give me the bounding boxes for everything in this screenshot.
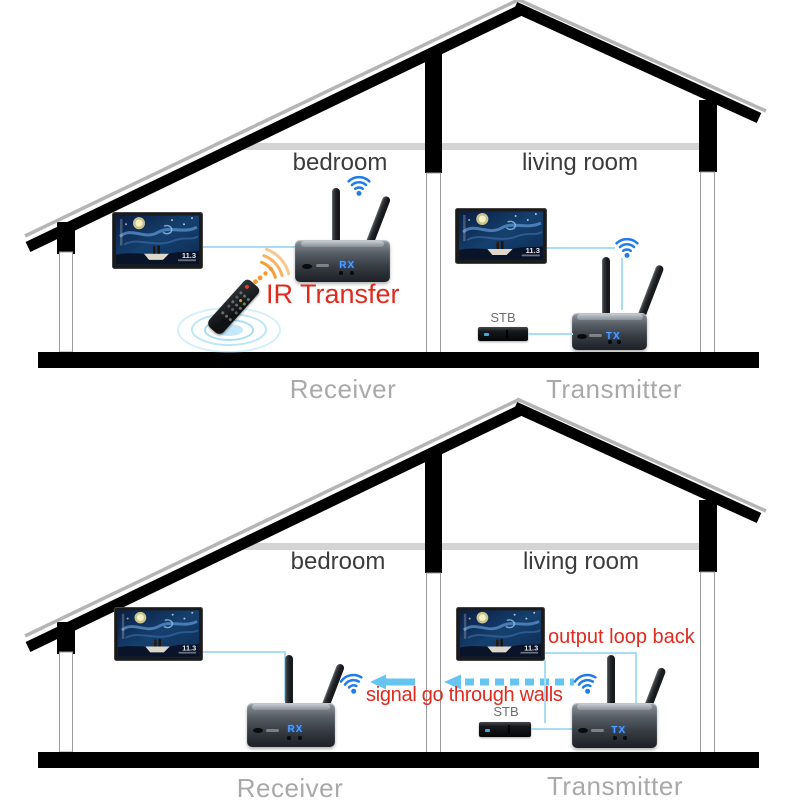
device-port xyxy=(338,271,343,276)
device-vent-hole xyxy=(577,333,588,339)
device-brand-mark xyxy=(266,728,280,732)
loopback-line-h xyxy=(545,652,637,654)
device-brand-mark xyxy=(590,729,604,733)
transmitter-caption-bottom: Transmitter xyxy=(547,771,683,800)
antenna-left-icon xyxy=(602,257,610,315)
transmitter-device-top: TX xyxy=(570,255,665,351)
receiver-device-bottom: RX xyxy=(245,652,346,748)
device-port xyxy=(608,340,612,345)
tv-stb-line-v xyxy=(544,660,546,723)
signal-annotation: signal go through walls xyxy=(366,684,563,706)
transmitter-box: TX xyxy=(572,703,657,748)
ir-transfer-annotation: IR Transfer xyxy=(266,279,400,309)
room-label-bedroom-bottom: bedroom xyxy=(290,548,386,575)
tv-living-top: 11.3 xyxy=(455,208,547,264)
stb-box-top xyxy=(478,327,528,341)
transmitter-caption-top: Transmitter xyxy=(546,374,682,404)
stb-led xyxy=(485,728,490,732)
receiver-caption-bottom: Receiver xyxy=(236,773,344,800)
tv-overlay-text: 11.3 xyxy=(526,246,540,255)
connector-stb-transmitter-top xyxy=(528,333,573,335)
connector-tv-wifi-top xyxy=(547,247,615,249)
antenna-left-icon xyxy=(285,655,293,707)
device-vent-hole xyxy=(577,728,588,734)
rx-led-label: RX xyxy=(339,260,356,272)
receiver-caption-top: Receiver xyxy=(289,374,397,404)
signal-arrow-dashed-icon xyxy=(444,674,574,690)
wifi-icon-bedroom-top xyxy=(344,174,374,197)
device-brand-mark xyxy=(588,334,602,338)
stb-box-bottom xyxy=(479,722,531,737)
room-label-bedroom-top: bedroom xyxy=(292,149,388,176)
loopback-annotation: output loop back xyxy=(548,626,695,648)
room-label-living-top: living room xyxy=(521,149,639,176)
stb-label-top: STB xyxy=(490,310,516,325)
device-port xyxy=(623,736,627,741)
device-port xyxy=(350,271,355,276)
device-brand-mark xyxy=(315,264,329,268)
connector-tv-receiver-top xyxy=(203,246,296,248)
stb-label-bottom: STB xyxy=(493,704,519,719)
device-vent-hole xyxy=(301,263,312,269)
connector-tv-receiver-bottom-h xyxy=(203,651,286,653)
antenna-left-icon xyxy=(607,655,615,707)
receiver-device-top: RX xyxy=(293,186,393,282)
device-port xyxy=(287,735,292,740)
tx-led-label: TX xyxy=(605,330,621,342)
receiver-box: RX xyxy=(247,703,335,747)
connector-wifi-transmitter-top xyxy=(621,258,623,310)
device-port xyxy=(617,340,621,345)
stb-led xyxy=(484,333,489,337)
antenna-left-icon xyxy=(332,188,340,248)
stb-slot xyxy=(505,329,508,339)
tv-overlay-text: 11.3 xyxy=(182,643,196,652)
connector-stb-transmitter-bottom xyxy=(531,728,573,730)
signal-arrow-left-icon xyxy=(370,674,415,690)
tv-overlay-text: 11.3 xyxy=(182,251,196,260)
room-label-living-bottom: living room xyxy=(522,548,640,575)
tv-bedroom-top: 11.3 xyxy=(112,212,203,269)
tx-led-label: TX xyxy=(611,724,627,736)
device-vent-hole xyxy=(253,727,264,733)
ir-signal-icon xyxy=(253,247,291,285)
loopback-line-v xyxy=(635,653,637,705)
stb-slot xyxy=(507,725,510,734)
transmitter-device-bottom: TX xyxy=(570,653,667,749)
device-port xyxy=(298,735,303,740)
rx-led-label: RX xyxy=(287,724,304,736)
device-port xyxy=(612,736,617,741)
tv-overlay-text: 11.3 xyxy=(524,643,538,652)
receiver-box: RX xyxy=(295,240,390,282)
tv-bedroom-bottom: 11.3 xyxy=(114,607,203,661)
tv-living-bottom: 11.3 xyxy=(456,607,545,661)
transmitter-box: TX xyxy=(572,313,647,350)
